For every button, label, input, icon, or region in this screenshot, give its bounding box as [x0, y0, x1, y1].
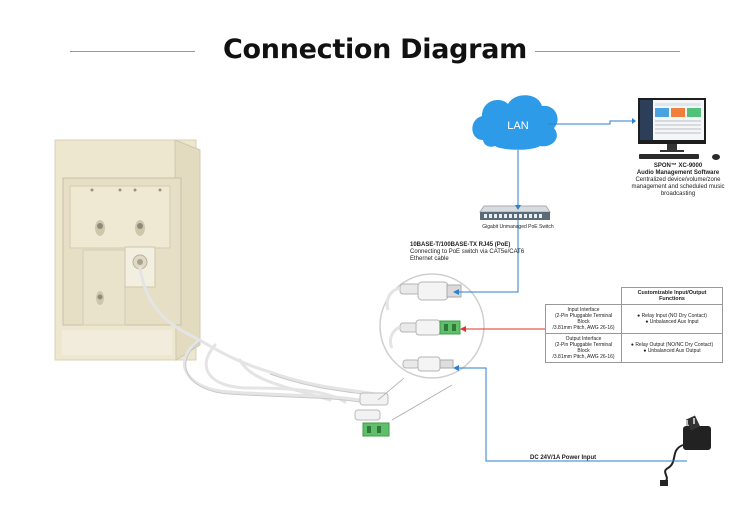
input-interface-name: Input Interface — [567, 307, 600, 313]
switch-label: Gigabit Unmanaged PoE Switch — [482, 224, 554, 230]
page-title: Connection Diagram — [223, 34, 527, 65]
poe-line2: Ethernet cable — [410, 256, 449, 262]
keyboard-icon — [639, 154, 699, 159]
output-function1: ● Relay Output (NO/NC Dry Contact) — [630, 342, 714, 348]
power-adapter-icon — [660, 415, 711, 486]
poe-line1: Connecting to PoE switch via CAT5e/CAT6 — [410, 249, 525, 255]
output-interface-spec1: (2-Pin Pluggable Terminal Block — [554, 342, 613, 354]
software-title: SPON™ XC-9000 — [653, 163, 703, 169]
table-cell-function: ● Relay Input (NO Dry Contact) ● Unbalan… — [621, 304, 723, 334]
output-interface-name: Output Interface — [565, 336, 602, 342]
network-switch-icon — [479, 205, 551, 220]
mouse-icon — [712, 154, 720, 160]
wall-panel-device-icon — [54, 139, 201, 361]
io-function-table: Customizable Input/Output Functions Inpu… — [544, 287, 723, 363]
poe-title: 10BASE-T/100BASE-TX RJ45 (PoE) — [410, 242, 511, 248]
line-arrows — [453, 118, 636, 371]
software-description: Centralized device/volume/zone managemen… — [631, 177, 725, 197]
poe-label: 10BASE-T/100BASE-TX RJ45 (PoE) Connectin… — [410, 242, 530, 263]
input-interface-spec1: (2-Pin Pluggable Terminal Block — [554, 313, 613, 325]
cloud-icon — [472, 95, 558, 150]
title-line-left — [70, 51, 195, 52]
table-cell-interface: Output Interface (2-Pin Pluggable Termin… — [544, 333, 623, 363]
table-header-row: Customizable Input/Output Functions — [545, 287, 723, 305]
output-interface-spec2: /3.81mm Pitch, AWG 26-16) — [552, 354, 615, 360]
input-interface-spec2: /3.81mm Pitch, AWG 26-16) — [552, 325, 615, 331]
title-bar: Connection Diagram — [0, 30, 750, 70]
cable-connectors-small — [354, 392, 390, 437]
computer-monitor-icon — [638, 98, 706, 152]
lan-label: LAN — [507, 120, 529, 132]
table-row: Input Interface (2-Pin Pluggable Termina… — [544, 304, 723, 334]
io-connection-line — [460, 326, 545, 332]
table-cell-interface: Input Interface (2-Pin Pluggable Termina… — [544, 304, 623, 334]
cable-coil-shadow — [185, 341, 381, 403]
software-subtitle: Audio Management Software — [636, 170, 720, 176]
connector-magnifier — [379, 273, 485, 379]
lan-pc-line — [548, 120, 632, 125]
power-line — [457, 367, 687, 462]
connection-lines — [457, 120, 687, 462]
software-label: SPON™ XC-9000 Audio Management Software … — [628, 163, 728, 198]
input-function2: ● Unbalanced Aux Input — [645, 319, 699, 325]
table-header: Customizable Input/Output Functions — [621, 287, 723, 305]
power-label: DC 24V/1A Power Input — [530, 455, 597, 461]
table-corner — [545, 287, 623, 305]
output-function2: ● Unbalanced Aux Output — [643, 348, 701, 354]
cable-coil — [138, 266, 382, 404]
table-cell-function: ● Relay Output (NO/NC Dry Contact) ● Unb… — [621, 333, 723, 363]
title-line-right — [535, 51, 680, 52]
poe-line — [457, 220, 519, 293]
input-function1: ● Relay Input (NO Dry Contact) — [637, 313, 707, 319]
table-row: Output Interface (2-Pin Pluggable Termin… — [544, 333, 723, 363]
